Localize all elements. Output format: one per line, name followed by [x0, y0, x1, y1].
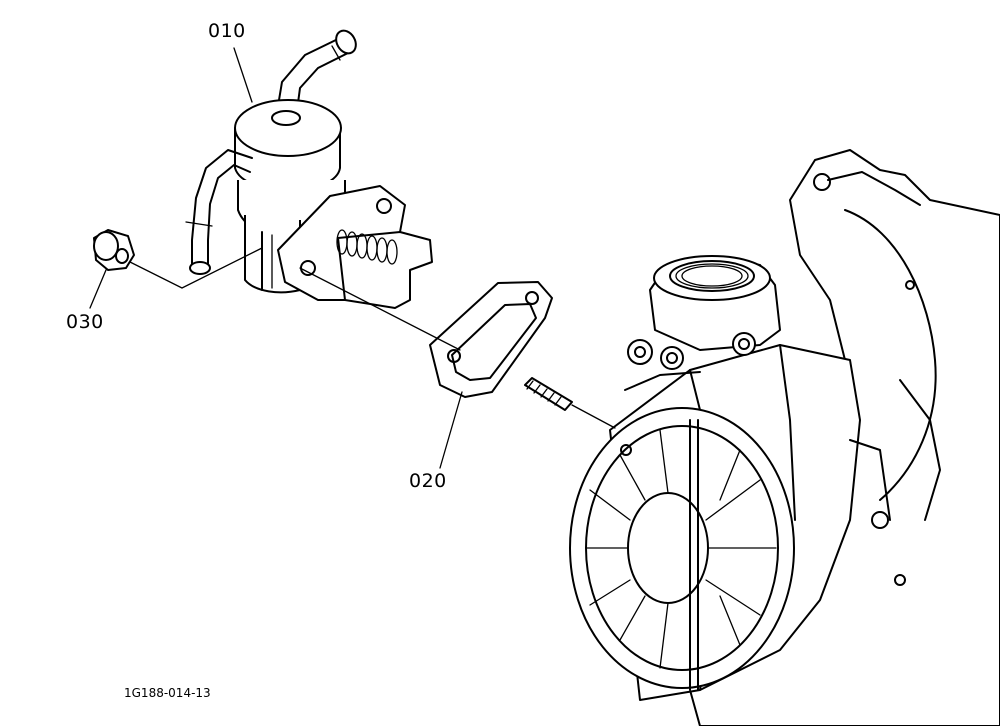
nut [93, 229, 135, 271]
callout-010: 010 [208, 20, 246, 42]
callout-030: 030 [66, 311, 104, 333]
engine-housing [569, 149, 1000, 726]
gasket [429, 281, 553, 398]
stud-bolt [524, 377, 573, 411]
fuel-pump [185, 29, 433, 309]
leader-lines [89, 47, 463, 469]
callout-020: 020 [409, 470, 447, 492]
assembly-center-line [129, 247, 616, 429]
figure-id: 1G188-014-13 [124, 686, 211, 700]
